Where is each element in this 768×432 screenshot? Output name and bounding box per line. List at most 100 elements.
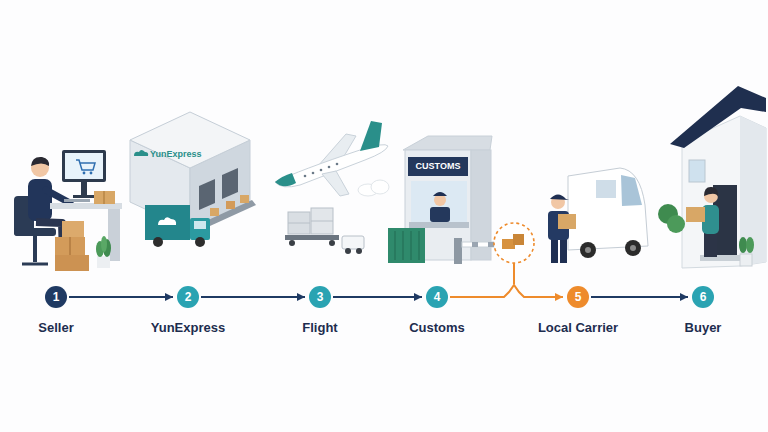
flight-illustration [342, 236, 364, 249]
flow-arrow [450, 285, 563, 297]
flight-illustration [311, 208, 333, 234]
step-circle: 3Flight [309, 286, 331, 308]
flight-illustration [304, 175, 307, 178]
step-label: Local Carrier [538, 320, 618, 336]
customs-illustration [403, 231, 404, 260]
seller-illustration [103, 191, 105, 204]
warehouse-illustration [226, 201, 235, 209]
customs-illustration [433, 192, 447, 196]
seller-illustration [94, 191, 115, 204]
flight-illustration [289, 240, 295, 246]
step-circle: 6Buyer [692, 286, 714, 308]
customs-illustration [408, 157, 468, 176]
flight-illustration [356, 248, 362, 254]
warehouse-illustration [195, 200, 256, 231]
customs-illustration [411, 231, 412, 260]
seller-illustration [55, 237, 85, 255]
house-illustration [670, 86, 766, 148]
handoff-marker [513, 263, 515, 284]
step-label: Customs [409, 320, 465, 336]
house-illustration [704, 233, 717, 257]
house-illustration [746, 237, 754, 253]
seller-illustration [62, 221, 84, 237]
step-circle: 2YunExpress [177, 286, 199, 308]
customs-illustration [472, 242, 478, 247]
flow-arrow [201, 296, 305, 298]
step-label: Buyer [685, 320, 722, 336]
customs-illustration [409, 222, 469, 228]
seller-illustration [14, 150, 122, 271]
building-logo-text: YunExpress [150, 150, 202, 159]
house-illustration [740, 254, 752, 266]
flow-arrow [69, 296, 173, 298]
handoff-marker [513, 234, 524, 245]
warehouse-illustration [190, 218, 210, 240]
warehouse-illustration [153, 237, 163, 247]
warehouse-illustration [134, 150, 148, 156]
flight-illustration [345, 248, 351, 254]
van-illustration [551, 238, 558, 263]
step-number: 4 [426, 286, 448, 308]
warehouse-illustration [130, 112, 250, 168]
seller-illustration [31, 157, 49, 166]
seller-illustration [73, 195, 95, 198]
flight-illustration [275, 173, 296, 186]
seller-illustration [101, 236, 107, 252]
flight-illustration [328, 166, 331, 169]
step-circle: 1Seller [45, 286, 67, 308]
warehouse-illustration [210, 208, 219, 216]
customs-sign-text: CUSTOMS [416, 162, 461, 171]
house-illustration [704, 187, 718, 197]
step-label: YunExpress [151, 320, 225, 336]
van-illustration [568, 168, 648, 250]
warehouse-illustration [130, 112, 256, 247]
flight-illustration [288, 223, 310, 224]
flight-illustration [275, 121, 389, 254]
house-illustration [739, 237, 747, 253]
van-illustration [558, 214, 576, 229]
warehouse-illustration [194, 221, 206, 229]
van-illustration [630, 245, 636, 251]
van-illustration [585, 247, 591, 253]
seller-illustration [28, 179, 52, 221]
van-illustration [548, 168, 648, 263]
customs-illustration [388, 136, 506, 264]
step-label: Flight [302, 320, 337, 336]
house-illustration [667, 215, 685, 233]
seller-illustration [64, 199, 90, 202]
warehouse-illustration [145, 205, 190, 240]
seller-illustration [14, 228, 56, 236]
flight-illustration [322, 171, 349, 196]
step-number: 2 [177, 286, 199, 308]
house-illustration [689, 160, 705, 182]
van-illustration [580, 242, 596, 258]
step-number: 5 [567, 286, 589, 308]
customs-illustration [454, 238, 462, 264]
flight-illustration [285, 235, 339, 240]
seller-illustration [76, 160, 95, 170]
step-number: 6 [692, 286, 714, 308]
van-illustration [625, 240, 641, 256]
handoff-marker [494, 223, 534, 263]
flow-arrow [591, 296, 688, 298]
customs-illustration [403, 136, 492, 150]
warehouse-illustration [195, 237, 205, 247]
step-label: Seller [38, 320, 73, 336]
van-illustration [596, 180, 616, 198]
seller-illustration [81, 182, 87, 196]
step-circle: 5Local Carrier [567, 286, 589, 308]
van-illustration [560, 238, 567, 263]
flight-illustration [311, 221, 333, 222]
handoff-marker [494, 223, 534, 284]
step-circle: 4Customs [426, 286, 448, 308]
seller-illustration [83, 172, 86, 175]
flight-illustration [312, 172, 315, 175]
seller-illustration [22, 263, 48, 266]
customs-illustration [419, 231, 420, 260]
van-illustration [550, 195, 569, 201]
warehouse-illustration [158, 217, 176, 225]
customs-illustration [488, 242, 494, 247]
